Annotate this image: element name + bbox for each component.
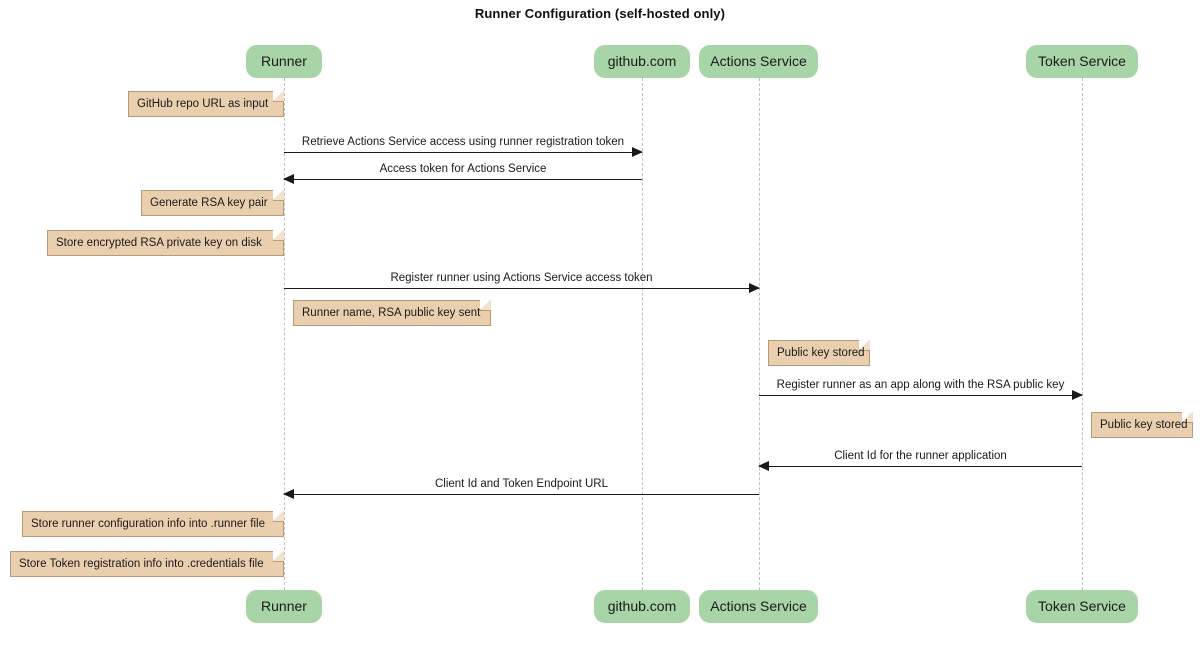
arrowhead-right-icon (749, 283, 760, 293)
note-label: Store Token registration info into .cred… (19, 558, 264, 570)
message-label: Client Id and Token Endpoint URL (434, 478, 609, 490)
arrowhead-left-icon (283, 174, 294, 184)
note-fold-corner-icon (273, 550, 284, 562)
message-line (284, 288, 759, 289)
arrowhead-left-icon (283, 489, 294, 499)
note-fold-corner-icon (273, 229, 284, 241)
participant-actions-top[interactable]: Actions Service (699, 45, 818, 78)
note-generate-rsa: Generate RSA key pair (141, 189, 284, 216)
participant-actions-bottom[interactable]: Actions Service (699, 590, 818, 623)
message-line (284, 179, 642, 180)
lifeline-github (642, 78, 643, 590)
message-line (284, 152, 642, 153)
note-fold-corner-icon (859, 339, 870, 351)
lifeline-token (1082, 78, 1083, 590)
note-public-key-stored-token: Public key stored (1091, 411, 1193, 438)
note-label: Runner name, RSA public key sent (302, 307, 481, 319)
note-fold-corner-icon (480, 299, 491, 311)
message-line (284, 494, 759, 495)
message-line (759, 466, 1082, 467)
message-label: Client Id for the runner application (834, 450, 1007, 462)
note-label: Public key stored (777, 347, 865, 359)
message-label: Register runner using Actions Service ac… (390, 272, 653, 284)
lifeline-runner (284, 78, 285, 590)
arrowhead-right-icon (632, 147, 643, 157)
note-fold-corner-icon (273, 510, 284, 522)
arrowhead-left-icon (758, 461, 769, 471)
note-store-encrypted-rsa: Store encrypted RSA private key on disk (47, 229, 284, 256)
note-label: Store runner configuration info into .ru… (31, 518, 265, 530)
message-label: Retrieve Actions Service access using ru… (301, 136, 625, 148)
participant-runner-bottom[interactable]: Runner (246, 590, 322, 623)
note-fold-corner-icon (273, 90, 284, 102)
participant-github-top[interactable]: github.com (594, 45, 690, 78)
page-title: Runner Configuration (self-hosted only) (474, 6, 726, 21)
message-label: Register runner as an app along with the… (776, 379, 1065, 391)
participant-github-bottom[interactable]: github.com (594, 590, 690, 623)
participant-token-top[interactable]: Token Service (1026, 45, 1138, 78)
lifeline-actions (759, 78, 760, 590)
note-store-runner-config: Store runner configuration info into .ru… (22, 510, 284, 537)
note-label: Generate RSA key pair (150, 197, 268, 209)
note-label: GitHub repo URL as input (137, 98, 269, 110)
note-store-token-registration: Store Token registration info into .cred… (10, 550, 284, 577)
note-fold-corner-icon (273, 189, 284, 201)
note-github-repo-url: GitHub repo URL as input (128, 90, 284, 117)
participant-token-bottom[interactable]: Token Service (1026, 590, 1138, 623)
note-public-key-stored-actions: Public key stored (768, 339, 870, 366)
note-label: Public key stored (1100, 419, 1188, 431)
message-line (759, 395, 1082, 396)
participant-runner-top[interactable]: Runner (246, 45, 322, 78)
note-label: Store encrypted RSA private key on disk (56, 237, 262, 249)
note-fold-corner-icon (1182, 411, 1193, 423)
note-runner-name-rsa: Runner name, RSA public key sent (293, 299, 491, 326)
arrowhead-right-icon (1072, 390, 1083, 400)
message-label: Access token for Actions Service (379, 163, 547, 175)
